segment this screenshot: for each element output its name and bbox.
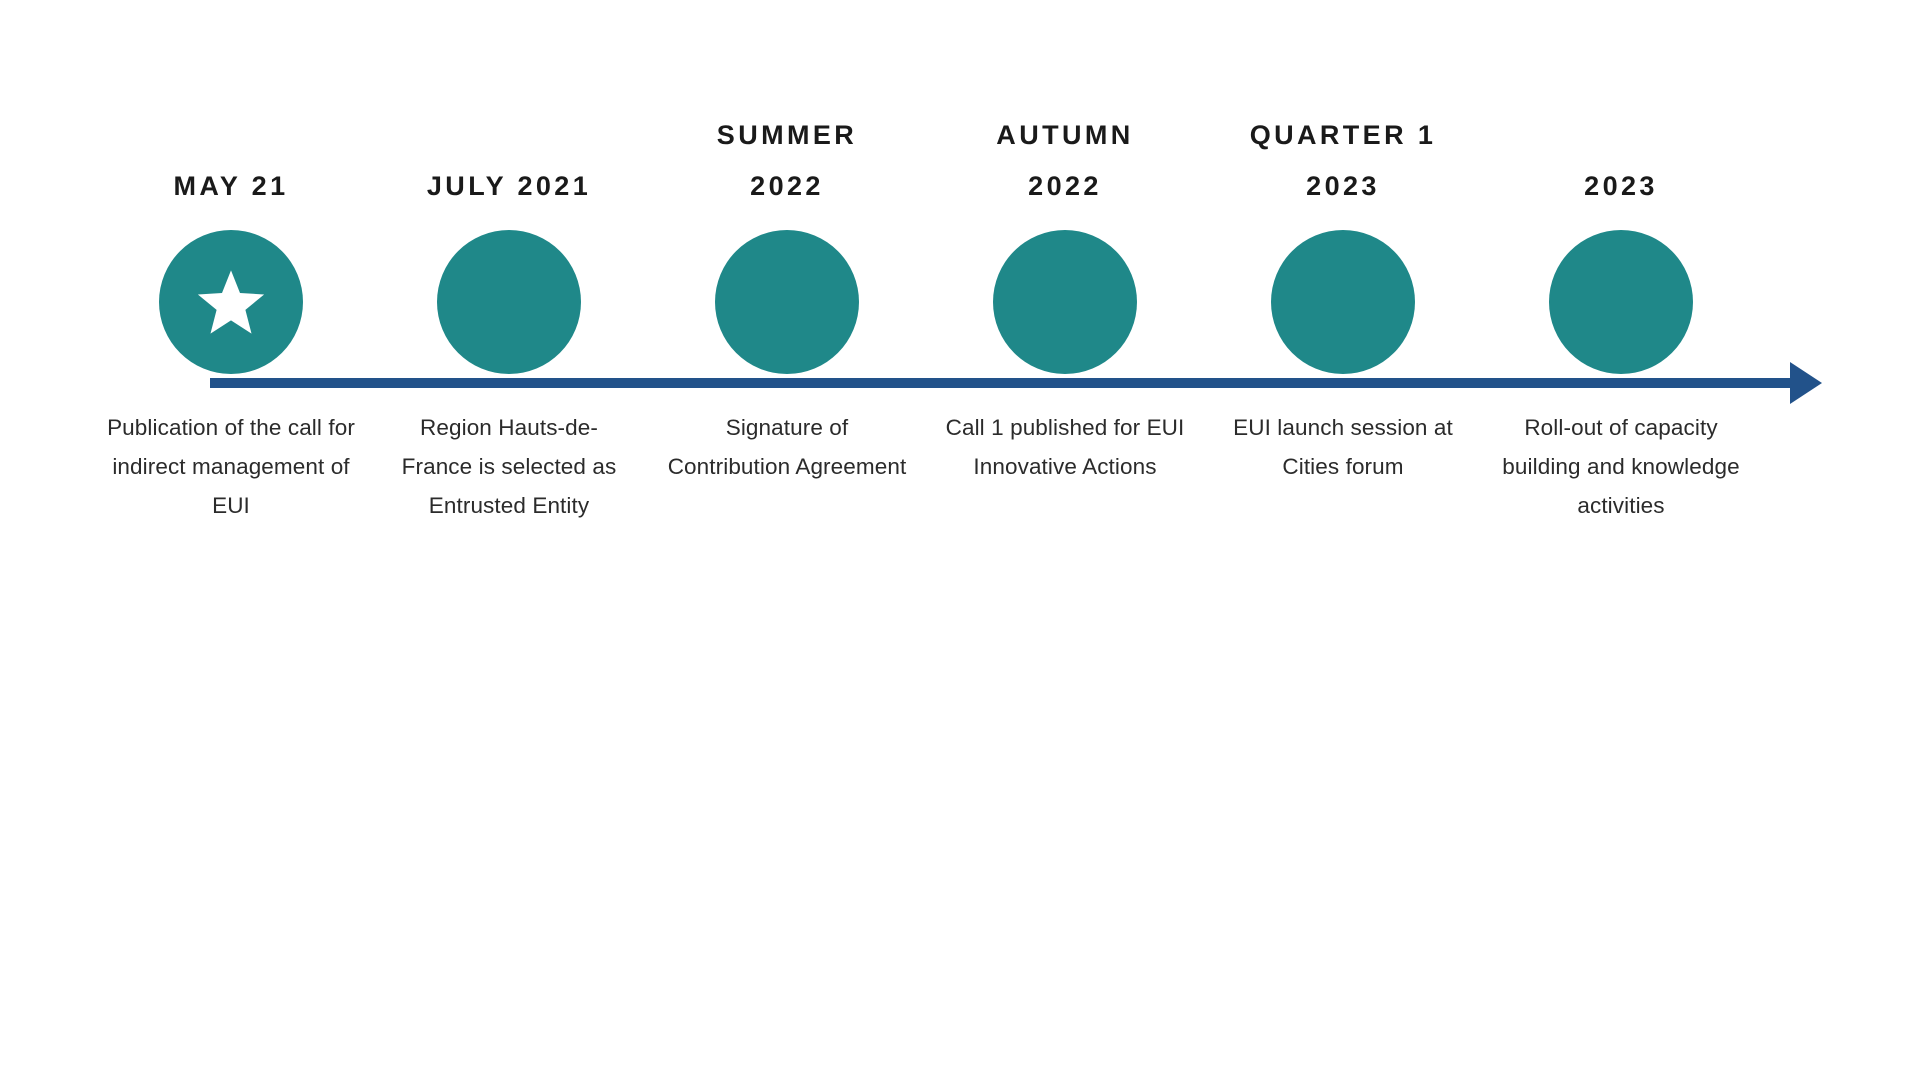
milestone-caption: Signature of Contribution Agreement <box>667 415 907 479</box>
milestone-date-header: MAY 21 <box>101 0 361 230</box>
milestone-date-header: QUARTER 1 2023 <box>1213 0 1473 230</box>
milestone-date-header: AUTUMN 2022 <box>935 0 1195 230</box>
milestone-date-line: SUMMER <box>716 120 858 150</box>
milestone-node[interactable] <box>1549 230 1693 374</box>
milestone-circle <box>437 230 581 374</box>
milestone-item[interactable]: SUMMER 2022 Signature of Contribution Ag… <box>648 0 926 486</box>
timeline-arrow-icon <box>1790 362 1822 404</box>
milestone-item[interactable]: 2023 Roll-out of capacity building and k… <box>1482 0 1760 525</box>
timeline-axis-line <box>210 378 1796 388</box>
milestone-node[interactable] <box>993 230 1137 374</box>
milestone-date-line: 2022 <box>1028 171 1102 201</box>
milestone-circle <box>715 230 859 374</box>
milestone-node[interactable] <box>437 230 581 374</box>
milestone-circle <box>1271 230 1415 374</box>
milestone-item[interactable]: AUTUMN 2022 Call 1 published for EUI Inn… <box>926 0 1204 486</box>
milestone-circle <box>1549 230 1693 374</box>
milestone-caption: EUI launch session at Cities forum <box>1233 415 1453 479</box>
milestone-node[interactable] <box>1271 230 1415 374</box>
milestone-circle <box>993 230 1137 374</box>
milestone-list: MAY 21 Publication of the call for indir… <box>92 0 1812 680</box>
milestone-date-line: 2022 <box>750 171 824 201</box>
milestone-item[interactable]: MAY 21 Publication of the call for indir… <box>92 0 370 525</box>
milestone-node[interactable] <box>715 230 859 374</box>
milestone-node[interactable] <box>159 230 303 374</box>
milestone-caption: Publication of the call for indirect man… <box>107 415 355 518</box>
milestone-item[interactable]: JULY 2021 Region Hauts-de-France is sele… <box>370 0 648 525</box>
star-icon <box>197 270 265 334</box>
milestone-circle <box>159 230 303 374</box>
milestone-date-line: JULY 2021 <box>426 171 592 201</box>
milestone-date-line: QUARTER 1 <box>1249 120 1437 150</box>
milestone-date-line: AUTUMN <box>996 120 1134 150</box>
timeline-diagram: MAY 21 Publication of the call for indir… <box>92 0 1822 680</box>
milestone-date-header: 2023 <box>1491 0 1751 230</box>
milestone-date-line: 2023 <box>1584 171 1658 201</box>
milestone-caption: Roll-out of capacity building and knowle… <box>1502 415 1740 518</box>
milestone-caption: Call 1 published for EUI Innovative Acti… <box>945 415 1185 479</box>
milestone-date-line: MAY 21 <box>173 171 289 201</box>
milestone-item[interactable]: QUARTER 1 2023 EUI launch session at Cit… <box>1204 0 1482 486</box>
milestone-date-line: 2023 <box>1306 171 1380 201</box>
milestone-date-header: JULY 2021 <box>379 0 639 230</box>
milestone-caption: Region Hauts-de-France is selected as En… <box>401 415 617 518</box>
milestone-date-header: SUMMER 2022 <box>657 0 917 230</box>
